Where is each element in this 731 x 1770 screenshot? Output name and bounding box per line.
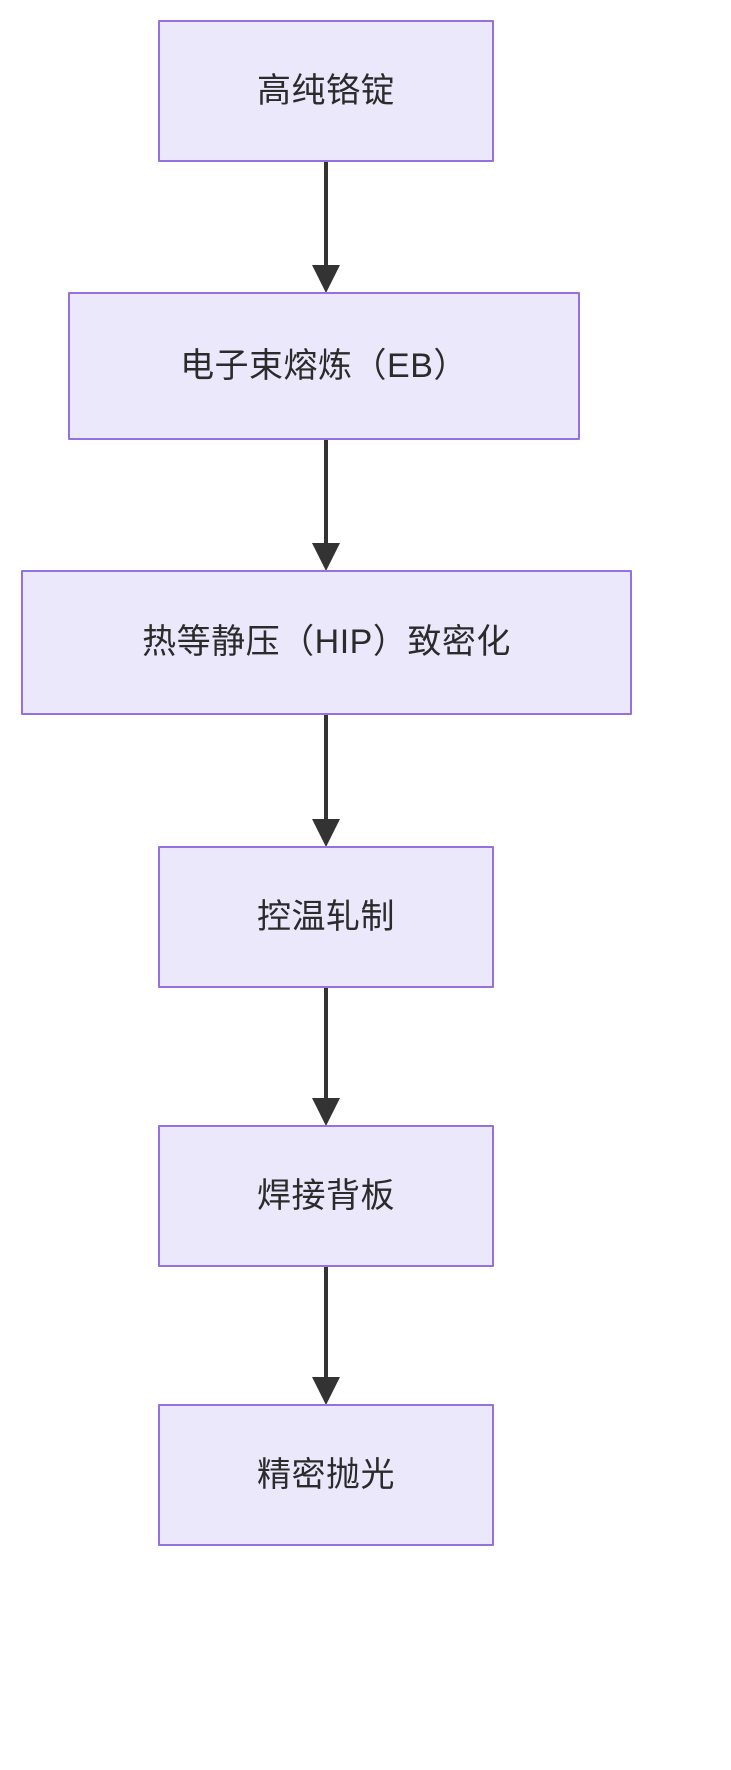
flowchart-node-electron-beam-melting[interactable]: 电子束熔炼（EB） [68, 292, 580, 440]
edge-n2-n3 [312, 440, 340, 571]
node-label: 精密抛光 [257, 1455, 395, 1494]
flowchart-node-hip-densification[interactable]: 热等静压（HIP）致密化 [21, 570, 632, 715]
flowchart-node-temperature-controlled-rolling[interactable]: 控温轧制 [158, 846, 494, 988]
node-label: 焊接背板 [257, 1176, 395, 1215]
edge-n3-n4 [312, 715, 340, 847]
node-label: 电子束熔炼（EB） [180, 346, 468, 385]
edge-n5-n6 [312, 1267, 340, 1405]
node-label: 热等静压（HIP）致密化 [142, 623, 511, 662]
edge-n1-n2 [312, 162, 340, 293]
node-label: 控温轧制 [257, 897, 395, 936]
edge-n4-n5 [312, 988, 340, 1126]
flowchart-node-precision-polishing[interactable]: 精密抛光 [158, 1404, 494, 1546]
flowchart-node-backing-plate-bonding[interactable]: 焊接背板 [158, 1125, 494, 1267]
node-label: 高纯铬锭 [257, 71, 395, 110]
flowchart-node-high-purity-chromium-ingot[interactable]: 高纯铬锭 [158, 20, 494, 162]
